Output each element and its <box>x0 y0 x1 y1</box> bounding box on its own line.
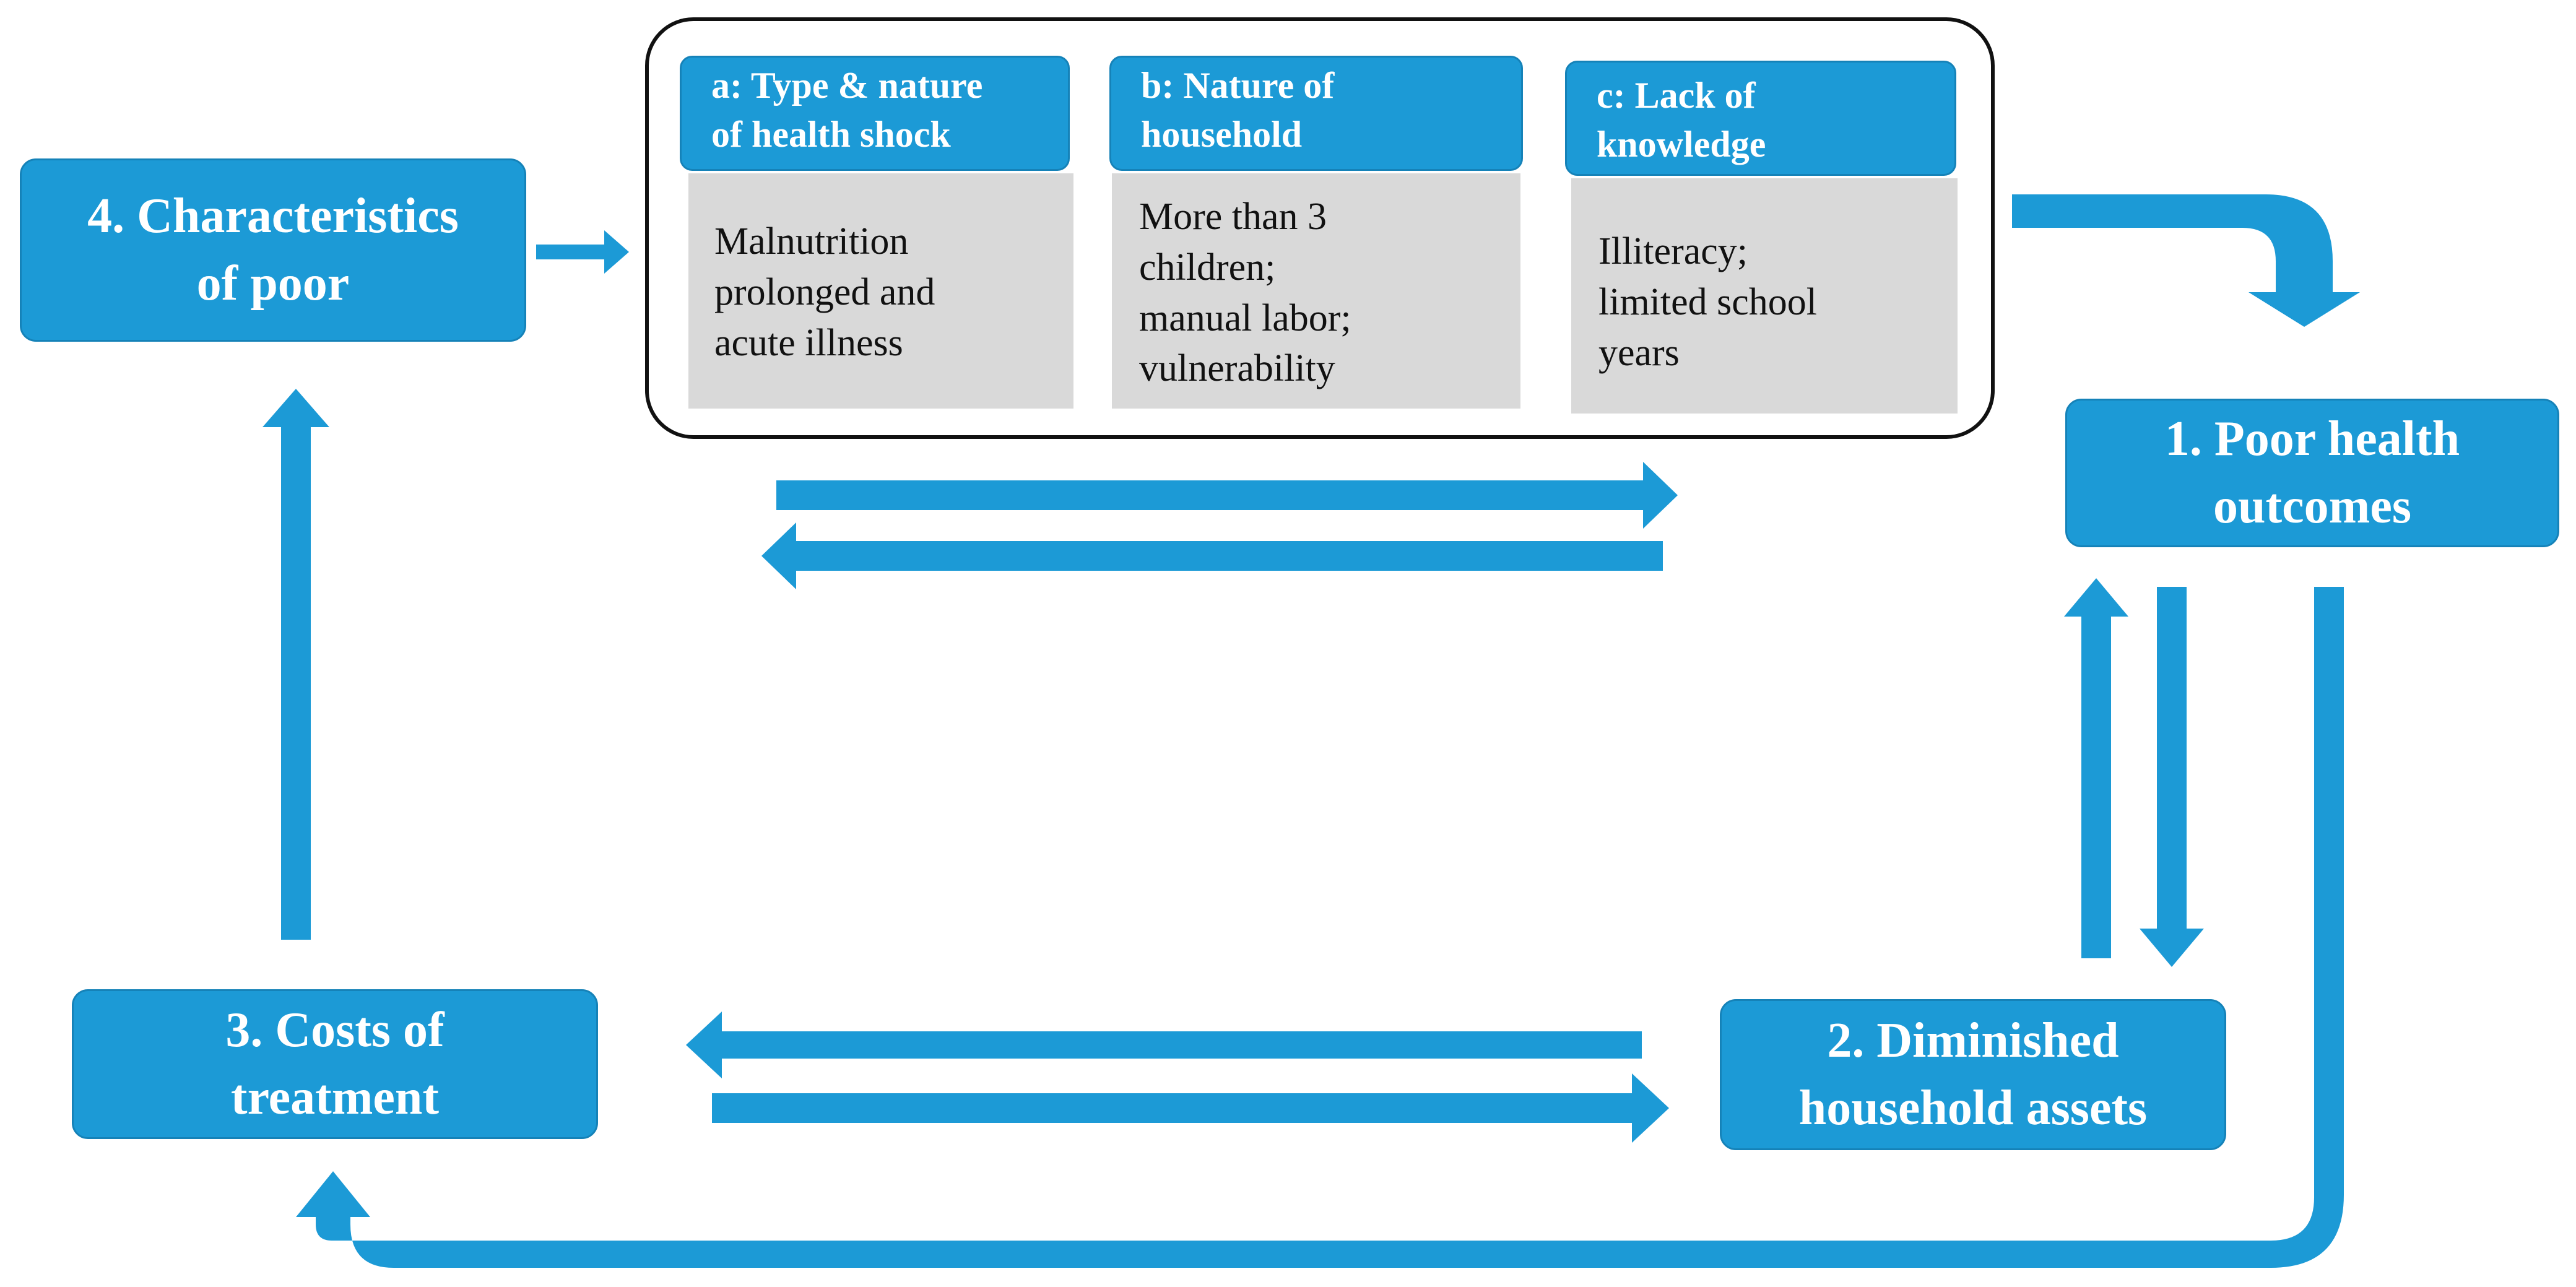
node-diminished-household-assets: 2. Diminished household assets <box>1720 999 2226 1150</box>
arrow-costs-to-diminished <box>712 1073 1669 1143</box>
node-poor-health-outcomes: 1. Poor health outcomes <box>2065 399 2559 547</box>
arrow-poor-health-to-costs <box>296 587 2344 1268</box>
arrow-characteristics-to-factors <box>536 230 629 274</box>
category-a-title: a: Type & nature of health shock <box>680 56 1070 171</box>
arrow-poor-health-to-diminished <box>2140 587 2204 967</box>
node-costs-of-treatment: 3. Costs of treatment <box>72 989 598 1139</box>
arrow-costs-to-characteristics <box>262 389 329 940</box>
arrow-diminished-to-costs <box>686 1012 1642 1078</box>
arrow-diminished-to-poor-health <box>2064 578 2128 958</box>
arrow-factors-to-poor-health <box>2012 194 2360 327</box>
category-b-body: More than 3 children; manual labor; vuln… <box>1112 173 1520 409</box>
category-c-body: Illiteracy; limited school years <box>1571 178 1958 414</box>
arrow-middle-right <box>776 462 1678 529</box>
node-characteristics-of-poor: 4. Characteristics of poor <box>20 158 526 342</box>
category-b-title: b: Nature of household <box>1109 56 1523 171</box>
arrow-middle-left <box>761 522 1663 589</box>
category-a-body: Malnutrition prolonged and acute illness <box>688 173 1073 409</box>
category-c-title: c: Lack of knowledge <box>1565 61 1956 176</box>
